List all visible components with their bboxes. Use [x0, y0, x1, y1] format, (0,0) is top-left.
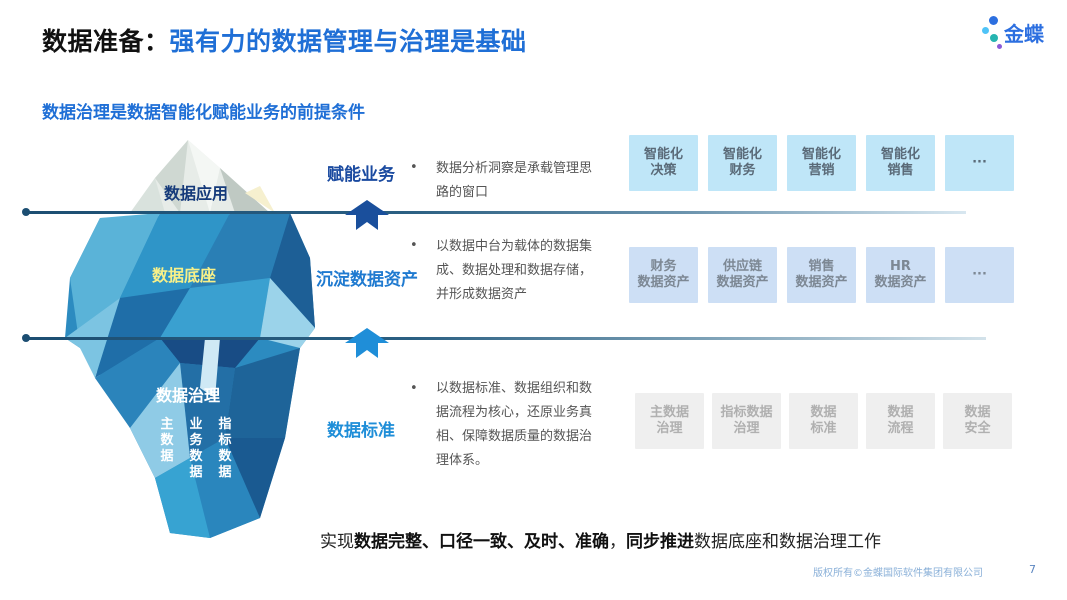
copyright-footer: 版权所有©金蝶国际软件集团有限公司 [813, 568, 983, 579]
iceberg-illustration [65, 140, 315, 538]
layer-description: 以数据中台为载体的数据集成、数据处理和数据存储，并形成数据资产 [436, 239, 593, 302]
page-number: 7 [1029, 563, 1036, 576]
box-supply-chain-assets: 供应链数据资产 [708, 247, 777, 303]
box-metric-data-governance: 指标数据治理 [712, 393, 781, 449]
logo-text: 金蝶 [1004, 22, 1044, 46]
line-end-dot-icon [22, 208, 30, 216]
layer-description: 数据分析洞察是承载管理思路的窗口 [436, 161, 593, 200]
iceberg-label-governance: 数据治理 [156, 386, 221, 405]
box-data-standards: 数据标准 [789, 393, 858, 449]
page-title-prefix: 数据准备： [42, 27, 170, 56]
divider-line [26, 337, 986, 340]
up-arrow-icon [345, 328, 389, 358]
layer-label-data-standards: 数据标准 [327, 421, 395, 441]
box-sales-assets: 销售数据资产 [787, 247, 856, 303]
bullet-icon: • [410, 160, 418, 175]
vertical-label-master-data: 主 数 据 [160, 417, 174, 464]
page-title: 数据准备：强有力的数据管理与治理是基础 [42, 22, 527, 58]
bullet-icon: • [410, 381, 418, 396]
up-arrow-icon [345, 200, 389, 230]
box-data-security: 数据安全 [943, 393, 1012, 449]
line-end-dot-icon [22, 334, 30, 342]
box-more: ··· [945, 247, 1014, 303]
box-more: ··· [945, 135, 1014, 191]
logo-dot-icon [990, 34, 998, 42]
kingdee-logo: 金蝶 [980, 14, 1060, 54]
box-smart-finance: 智能化财务 [708, 135, 777, 191]
box-data-process: 数据流程 [866, 393, 935, 449]
logo-dot-icon [997, 44, 1002, 49]
box-row-business: 智能化决策 智能化财务 智能化营销 智能化销售 ··· [629, 135, 1014, 191]
box-smart-decision: 智能化决策 [629, 135, 698, 191]
section-subtitle: 数据治理是数据智能化赋能业务的前提条件 [42, 103, 365, 123]
box-master-data-governance: 主数据治理 [635, 393, 704, 449]
vertical-label-business-data: 业 务 数 据 [189, 417, 203, 480]
logo-dot-icon [982, 27, 989, 34]
conclusion-text: 实现数据完整、口径一致、及时、准确，同步推进数据底座和数据治理工作 [320, 532, 881, 552]
box-finance-assets: 财务数据资产 [629, 247, 698, 303]
vertical-label-metric-data: 指 标 数 据 [218, 417, 232, 480]
box-smart-sales: 智能化销售 [866, 135, 935, 191]
bullet-icon: • [410, 238, 418, 253]
layer-label-data-assets: 沉淀数据资产 [316, 270, 418, 290]
layer-label-empower-business: 赋能业务 [327, 165, 395, 185]
box-row-governance: 主数据治理 指标数据治理 数据标准 数据流程 数据安全 [635, 393, 1012, 449]
page-title-main: 强有力的数据管理与治理是基础 [169, 27, 527, 56]
logo-dot-icon [989, 16, 998, 25]
iceberg-label-foundation: 数据底座 [152, 266, 217, 285]
layer-description: 以数据标准、数据组织和数据流程为核心，还原业务真相、保障数据质量的数据治理体系。 [436, 381, 593, 468]
iceberg-label-application: 数据应用 [164, 184, 229, 203]
box-smart-marketing: 智能化营销 [787, 135, 856, 191]
divider-line [26, 211, 966, 214]
